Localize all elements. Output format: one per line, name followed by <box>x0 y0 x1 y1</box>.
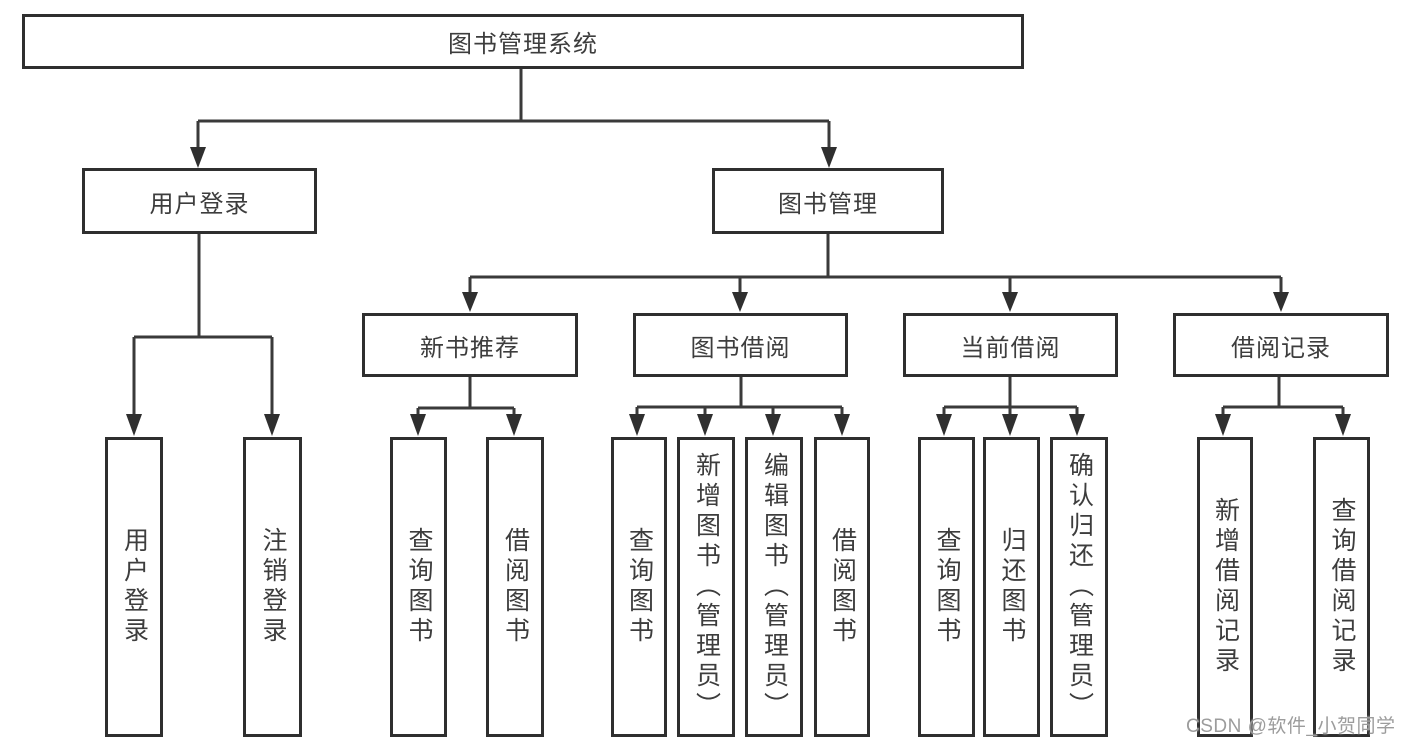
arrowhead-icon <box>936 414 952 436</box>
leaf-newbook-query-books: 查询图书 <box>390 437 447 737</box>
arrowhead-icon <box>462 292 478 312</box>
arrowhead-icon <box>1002 292 1018 312</box>
leaf-records-add-borrowing-record: 新增借阅记录 <box>1197 437 1253 737</box>
node-new-book-recommendation: 新书推荐 <box>362 313 578 377</box>
edges-book-management-to-level3 <box>462 234 1289 312</box>
leaf-current-confirm-return-admin: 确认归还（管理员） <box>1050 437 1108 737</box>
node-book-management: 图书管理 <box>712 168 944 234</box>
arrowhead-icon <box>765 414 781 436</box>
leaf-newbook-borrow-books: 借阅图书 <box>486 437 544 737</box>
arrowhead-icon <box>126 414 142 436</box>
leaf-borrowing-edit-books-admin: 编辑图书（管理员） <box>745 437 803 737</box>
leaf-records-query-borrowing-record: 查询借阅记录 <box>1313 437 1370 737</box>
arrowhead-icon <box>834 414 850 436</box>
leaf-borrowing-add-books-admin: 新增图书（管理员） <box>677 437 735 737</box>
node-user-login: 用户登录 <box>82 168 317 234</box>
watermark-text: CSDN @软件_小贺同学 <box>1186 716 1396 737</box>
arrowhead-icon <box>506 414 522 436</box>
leaf-borrowing-borrow-books: 借阅图书 <box>814 437 870 737</box>
arrowhead-icon <box>410 414 426 436</box>
leaf-logout-login: 注销登录 <box>243 437 302 737</box>
edges-current-borrowing-to-children <box>936 377 1085 436</box>
arrowhead-icon <box>264 414 280 436</box>
leaf-current-query-books: 查询图书 <box>918 437 975 737</box>
edges-user-login-to-children <box>126 234 280 436</box>
node-library-management-system: 图书管理系统 <box>22 14 1024 69</box>
edges-root-to-level2 <box>190 69 837 168</box>
arrowhead-icon <box>1069 414 1085 436</box>
node-current-borrowing: 当前借阅 <box>903 313 1118 377</box>
node-borrowing-records: 借阅记录 <box>1173 313 1389 377</box>
arrowhead-icon <box>1002 414 1018 436</box>
node-book-borrowing: 图书借阅 <box>633 313 848 377</box>
arrowhead-icon <box>697 414 713 436</box>
arrowhead-icon <box>1215 414 1231 436</box>
leaf-borrowing-query-books: 查询图书 <box>611 437 667 737</box>
arrowhead-icon <box>1273 292 1289 312</box>
edges-new-book-recommendation-to-children <box>410 377 522 436</box>
arrowhead-icon <box>190 147 206 168</box>
arrowhead-icon <box>629 414 645 436</box>
arrowhead-icon <box>821 147 837 168</box>
leaf-current-return-books: 归还图书 <box>983 437 1040 737</box>
edges-book-borrowing-to-children <box>629 377 850 436</box>
leaf-user-login: 用户登录 <box>105 437 163 737</box>
arrowhead-icon <box>1335 414 1351 436</box>
arrowhead-icon <box>732 292 748 312</box>
edges-borrowing-records-to-children <box>1215 377 1351 436</box>
